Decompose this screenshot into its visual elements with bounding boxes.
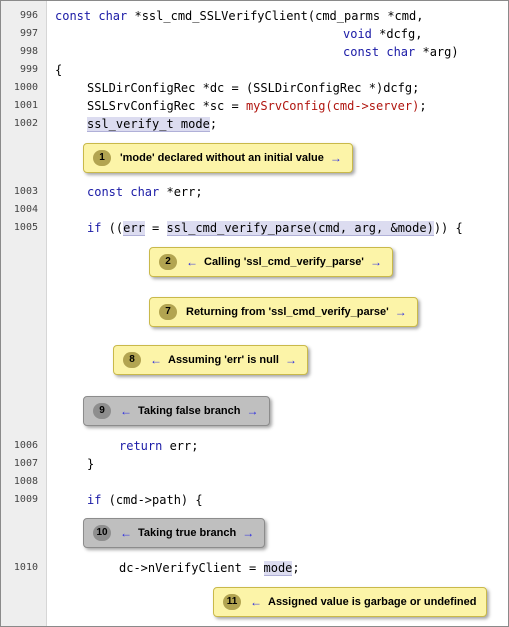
line-number: 998: [19, 46, 38, 57]
path-note-8: 8 ← Assuming 'err' is null →: [113, 345, 308, 375]
code-line-996: const char *ssl_cmd_SSLVerifyClient(cmd_…: [55, 9, 423, 23]
previous-step-arrow-icon[interactable]: ←: [120, 404, 132, 418]
line-number: 997: [19, 28, 38, 39]
code-text: =: [144, 221, 167, 235]
line-number: 999: [19, 64, 38, 75]
step-number-badge: 2: [159, 254, 177, 270]
line-number: 1000: [13, 82, 38, 93]
step-number-badge: 11: [223, 594, 241, 610]
path-note-9: 9 ← Taking false branch →: [83, 396, 270, 426]
code-line-1001: SSLSrvConfigRec *sc = mySrvConfig(cmd->s…: [87, 99, 427, 113]
next-step-arrow-icon[interactable]: →: [284, 353, 297, 367]
note-text: Assigned value is garbage or undefined: [268, 596, 477, 608]
path-note-7: 7 Returning from 'ssl_cmd_verify_parse' …: [149, 297, 418, 327]
keyword: const char: [343, 45, 416, 59]
next-step-arrow-icon[interactable]: →: [329, 151, 342, 165]
keyword: const char: [87, 185, 160, 199]
code-text: )) {: [433, 221, 463, 235]
code-text: SSLSrvConfigRec *sc =: [87, 99, 246, 113]
highlighted-range: ssl_cmd_verify_parse(cmd, arg, &mode): [166, 221, 434, 236]
code-text: *ssl_cmd_SSLVerifyClient(cmd_parms *cmd,: [127, 9, 424, 23]
previous-step-arrow-icon[interactable]: ←: [250, 595, 262, 609]
previous-step-arrow-icon[interactable]: ←: [186, 255, 198, 269]
highlighted-range: ssl_verify_t mode: [87, 117, 210, 132]
line-number: 1008: [13, 476, 38, 487]
line-number: 1003: [13, 186, 38, 197]
code-text: *arg): [415, 45, 459, 59]
line-number: 1004: [13, 204, 38, 215]
code-line-1000: SSLDirConfigRec *dc = (SSLDirConfigRec *…: [87, 81, 420, 95]
path-note-2: 2 ← Calling 'ssl_cmd_verify_parse' →: [149, 247, 393, 277]
previous-step-arrow-icon[interactable]: ←: [150, 353, 162, 367]
code-text: ;: [419, 99, 427, 113]
code-line-1009: if (cmd->path) {: [87, 493, 203, 507]
code-text: err;: [162, 439, 199, 453]
code-line-1002: ssl_verify_t mode;: [87, 117, 218, 132]
code-line-1003: const char *err;: [87, 185, 203, 199]
line-number: 1006: [13, 440, 38, 451]
path-note-1: 1 'mode' declared without an initial val…: [83, 143, 353, 173]
note-text: Taking true branch: [138, 527, 237, 539]
line-number: 1002: [13, 118, 38, 129]
code-line-1006: return err;: [119, 439, 198, 453]
path-note-11: 11 ← Assigned value is garbage or undefi…: [213, 587, 488, 617]
line-number: 1005: [13, 222, 38, 233]
code-text: *err;: [159, 185, 203, 199]
step-number-badge: 8: [123, 352, 141, 368]
keyword: return: [119, 439, 163, 453]
next-step-arrow-icon[interactable]: →: [246, 404, 259, 418]
step-number-badge: 1: [93, 150, 111, 166]
step-number-badge: 10: [93, 525, 111, 541]
code-text: ;: [292, 561, 300, 575]
code-line-999: {: [55, 63, 63, 77]
code-text: *dcfg,: [371, 27, 423, 41]
note-text: Assuming 'err' is null: [168, 354, 279, 366]
code-line-1007: }: [87, 457, 95, 471]
code-line-997: void *dcfg,: [343, 27, 422, 41]
keyword: if: [87, 221, 102, 235]
path-note-10: 10 ← Taking true branch →: [83, 518, 266, 548]
next-step-arrow-icon[interactable]: →: [394, 305, 407, 319]
next-step-arrow-icon[interactable]: →: [242, 526, 255, 540]
highlighted-range: mode: [263, 561, 293, 576]
highlighted-range: err: [123, 221, 145, 236]
line-number: 1009: [13, 494, 38, 505]
code-line-998: const char *arg): [343, 45, 459, 59]
note-text: Taking false branch: [138, 405, 241, 417]
step-number-badge: 9: [93, 403, 111, 419]
line-number-gutter: [1, 1, 47, 626]
line-number: 1010: [13, 562, 38, 573]
note-text: Returning from 'ssl_cmd_verify_parse': [186, 306, 389, 318]
keyword: const char: [55, 9, 128, 23]
next-step-arrow-icon[interactable]: →: [369, 255, 382, 269]
code-text: ;: [209, 117, 218, 131]
line-number: 1007: [13, 458, 38, 469]
keyword: void: [343, 27, 372, 41]
previous-step-arrow-icon[interactable]: ←: [120, 526, 132, 540]
code-line-1005: if ((err = ssl_cmd_verify_parse(cmd, arg…: [87, 221, 463, 236]
code-text: ((: [101, 221, 124, 235]
macro-call: mySrvConfig(cmd->server): [245, 99, 420, 113]
note-text: Calling 'ssl_cmd_verify_parse': [204, 256, 364, 268]
line-number: 1001: [13, 100, 38, 111]
keyword: if: [87, 493, 102, 507]
line-number: 996: [19, 10, 38, 21]
code-text: (cmd->path) {: [101, 493, 203, 507]
note-text: 'mode' declared without an initial value: [120, 152, 324, 164]
code-line-1010: dc->nVerifyClient = mode;: [119, 561, 300, 576]
step-number-badge: 7: [159, 304, 177, 320]
code-text: dc->nVerifyClient =: [119, 561, 264, 575]
